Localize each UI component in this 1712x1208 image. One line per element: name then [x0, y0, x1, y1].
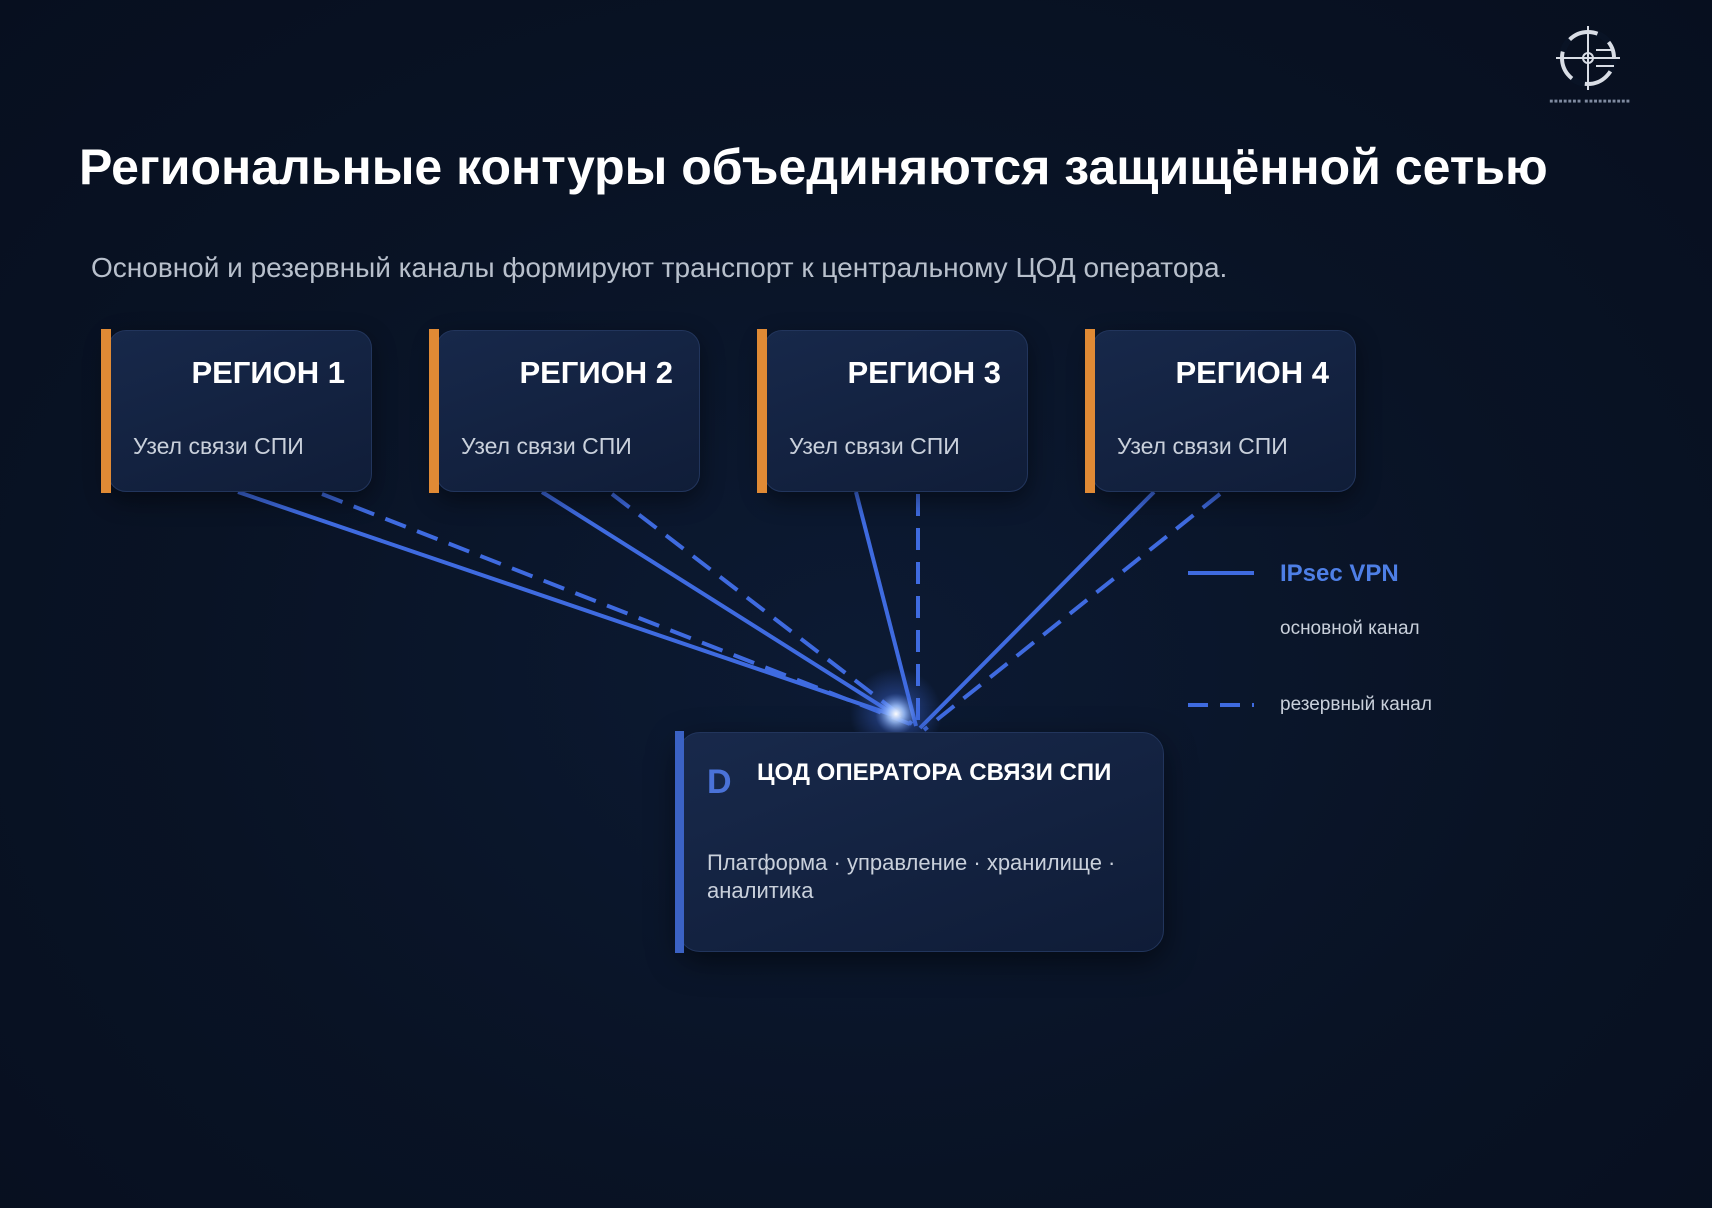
- region-title: РЕГИОН 4: [1175, 355, 1329, 390]
- region-card-1: РЕГИОН 1 Узел связи СПИ: [101, 329, 372, 493]
- page-title: Региональные контуры объединяются защищё…: [79, 139, 1548, 195]
- region-title: РЕГИОН 1: [191, 355, 345, 390]
- legend-solid-line: [1188, 571, 1254, 575]
- hub-accent-bar: [675, 731, 684, 953]
- legend-dashed-line: [1188, 703, 1254, 707]
- region-card-3: РЕГИОН 3 Узел связи СПИ: [757, 329, 1028, 493]
- company-logo: ■■■■■■■ ■■■■■■■■■■: [1500, 22, 1680, 132]
- region-subtitle: Узел связи СПИ: [461, 433, 632, 459]
- region-2-primary-link: [540, 490, 902, 720]
- letter-d-icon: D: [707, 763, 732, 801]
- region-subtitle: Узел связи СПИ: [1117, 433, 1288, 459]
- region-accent-bar: [757, 329, 767, 493]
- page-subtitle: Основной и резервный каналы формируют тр…: [91, 252, 1228, 283]
- region-4-primary-link: [918, 490, 1156, 730]
- region-subtitle: Узел связи СПИ: [133, 433, 304, 459]
- data-center-card: D ЦОД ОПЕРАТОРА СВЯЗИ СПИ Платформа · уп…: [675, 731, 1164, 953]
- region-4-backup-link: [922, 492, 1222, 732]
- legend-backup-label: резервный канал: [1280, 694, 1432, 715]
- legend-title: IPsec VPN: [1280, 560, 1399, 587]
- region-accent-bar: [1085, 329, 1095, 493]
- legend-primary-label: основной канал: [1280, 618, 1420, 639]
- region-title: РЕГИОН 3: [847, 355, 1001, 390]
- region-card-4: РЕГИОН 4 Узел связи СПИ: [1085, 329, 1356, 493]
- region-accent-bar: [101, 329, 111, 493]
- region-accent-bar: [429, 329, 439, 493]
- region-1-primary-link: [237, 490, 897, 718]
- hub-description: Платформа · управление · хранилище · ана…: [707, 850, 1116, 903]
- region-title: РЕГИОН 2: [519, 355, 673, 390]
- region-subtitle: Узел связи СПИ: [789, 433, 960, 459]
- crosshair-emblem-icon: [1556, 26, 1620, 90]
- logo-caption: ■■■■■■■ ■■■■■■■■■■: [1549, 99, 1631, 105]
- region-1-backup-link: [321, 492, 911, 726]
- hub-title: ЦОД ОПЕРАТОРА СВЯЗИ СПИ: [757, 759, 1112, 786]
- region-card-2: РЕГИОН 2 Узел связи СПИ: [429, 329, 700, 493]
